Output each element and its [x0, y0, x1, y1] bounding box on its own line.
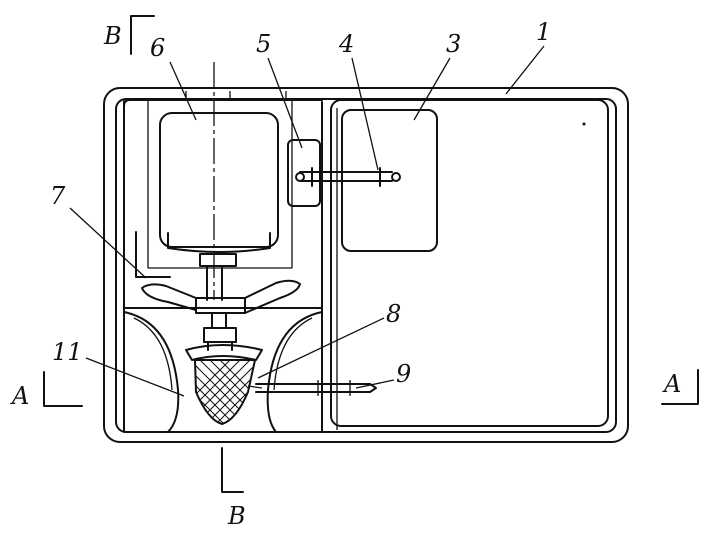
label-9: 9	[355, 360, 411, 389]
left-compartment	[123, 91, 323, 433]
svg-text:3: 3	[446, 30, 461, 58]
basket-8	[185, 344, 263, 425]
housing-outer	[103, 87, 629, 443]
label-11: 11	[52, 338, 185, 397]
label-6: 6	[150, 34, 197, 121]
label-5: 5	[256, 30, 303, 149]
label-7: 7	[50, 182, 147, 279]
svg-text:8: 8	[386, 300, 401, 328]
label-3: 3	[413, 30, 461, 121]
svg-text:1: 1	[536, 18, 551, 46]
dot-mark	[582, 122, 586, 126]
shaft	[206, 265, 223, 301]
svg-text:5: 5	[256, 30, 271, 58]
rod-9	[247, 380, 377, 396]
svg-text:4: 4	[338, 30, 354, 58]
section-label-a-left: A	[10, 382, 29, 410]
motor-6	[159, 112, 279, 267]
label-8: 8	[257, 300, 401, 379]
section-label-a-right: A	[662, 370, 681, 398]
right-compartment	[330, 99, 609, 430]
svg-text:9: 9	[396, 360, 411, 388]
bracket-7	[135, 231, 171, 278]
svg-text:11: 11	[52, 338, 83, 366]
rod-4	[295, 167, 401, 187]
section-mark-a-left: A	[10, 371, 83, 410]
section-mark-b-bottom: B	[221, 447, 246, 530]
svg-text:7: 7	[50, 182, 66, 210]
section-label-b-bottom: B	[227, 502, 246, 530]
svg-text:6: 6	[150, 34, 165, 62]
section-mark-b-top: B	[103, 15, 155, 55]
label-4: 4	[338, 30, 379, 171]
label-1: 1	[505, 18, 551, 95]
section-label-b-top: B	[103, 22, 122, 50]
section-mark-a-right: A	[661, 369, 699, 405]
